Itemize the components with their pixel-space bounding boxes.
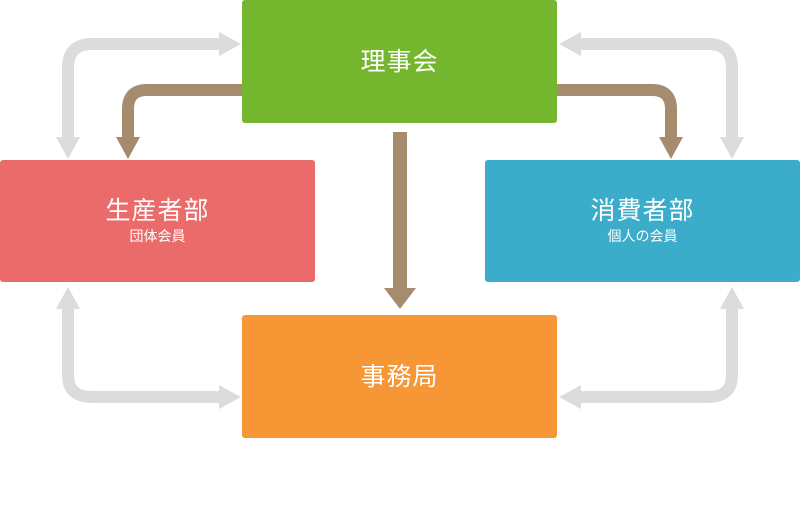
arrowhead-down-icon [659,137,683,159]
connector-board-producer-line [62,38,220,138]
connector-producer-secretariat [56,287,241,409]
connector-board-consumer-line [580,38,738,138]
arrowhead-up-icon [56,287,80,309]
connector-board-to-consumer [557,84,683,159]
arrowhead-up-icon [720,287,744,309]
node-board: 理事会 [242,0,557,123]
arrowhead-down-icon [384,288,416,309]
arrowhead-right-icon [219,32,241,56]
node-producer-sublabel: 団体会員 [129,229,186,245]
connector-board-to-secretariat [384,132,416,309]
arrowhead-down-icon [116,137,140,159]
arrowhead-down-icon [56,137,80,159]
connector-consumer-secretariat [559,287,744,409]
arrowhead-right-icon [219,385,241,409]
node-producer-label: 生産者部 [105,196,210,225]
connector-board-consumer [559,32,744,159]
arrowhead-down-icon [720,137,744,159]
arrowhead-left-icon [559,32,581,56]
node-consumer-label: 消費者部 [590,196,695,225]
arrowhead-left-icon [559,385,581,409]
node-producer: 生産者部 団体会員 [0,160,315,282]
connector-producer-secretariat-line [62,308,220,403]
node-consumer: 消費者部 個人の会員 [485,160,800,282]
node-secretariat: 事務局 [242,315,557,438]
connector-consumer-secretariat-line [580,308,738,403]
connector-board-to-producer-line [122,84,242,138]
connector-board-producer [56,32,241,159]
node-secretariat-label: 事務局 [360,361,439,391]
connector-board-to-consumer-line [557,84,677,138]
node-consumer-sublabel: 個人の会員 [607,229,678,245]
connector-board-to-producer [116,84,242,159]
connector-board-to-secretariat-line [393,132,407,290]
node-board-label: 理事会 [360,46,439,76]
